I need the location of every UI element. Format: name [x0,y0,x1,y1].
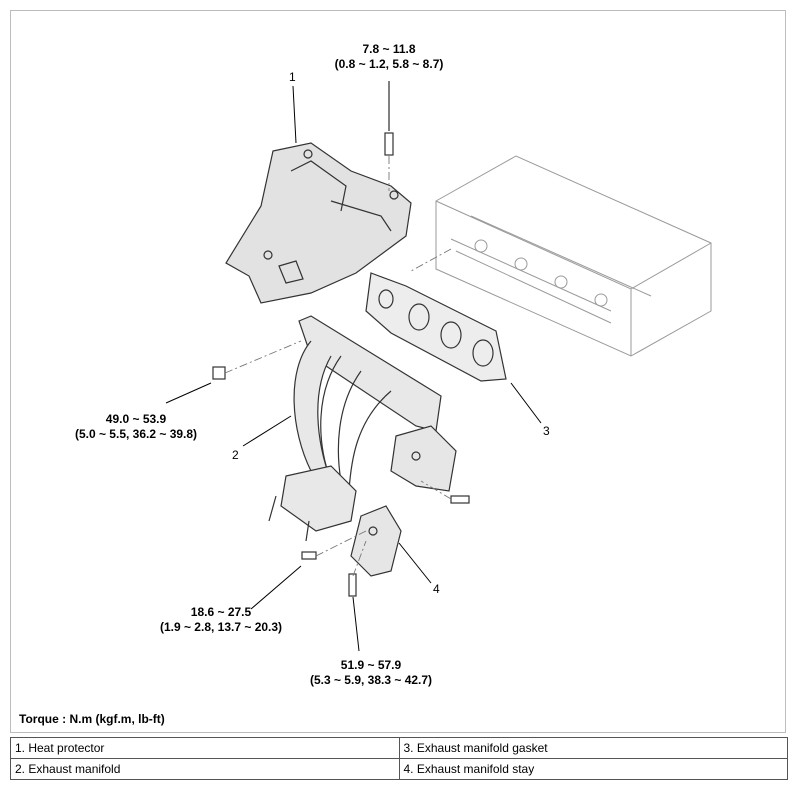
exhaust-manifold-gasket [365,272,507,382]
torque-value: 7.8 ~ 11.8 [362,42,416,56]
alignment-lines [224,156,452,577]
callout-3: 3 [543,424,550,438]
torque-detail: (5.3 ~ 5.9, 38.3 ~ 42.7) [309,673,433,687]
torque-stay-bolt-large: 51.9 ~ 57.9 (5.3 ~ 5.9, 38.3 ~ 42.7) [286,658,456,688]
callout-4: 4 [433,582,440,596]
torque-value: 51.9 ~ 57.9 [340,658,402,672]
legend-item: 2. Exhaust manifold [10,758,400,780]
heat-protector [225,142,412,304]
engine-head [435,155,712,357]
parts-legend: 1. Heat protector 3. Exhaust manifold ga… [10,737,788,780]
bolts [212,132,470,597]
exploded-diagram: 7.8 ~ 11.8 (0.8 ~ 1.2, 5.8 ~ 8.7) 49.0 ~… [10,10,786,733]
torque-value: 49.0 ~ 53.9 [105,412,167,426]
torque-stay-bolt-small: 18.6 ~ 27.5 (1.9 ~ 2.8, 13.7 ~ 20.3) [136,605,306,635]
exhaust-manifold-stay [350,425,457,577]
torque-value: 18.6 ~ 27.5 [190,605,252,619]
legend-item: 4. Exhaust manifold stay [398,758,788,780]
torque-detail: (0.8 ~ 1.2, 5.8 ~ 8.7) [334,57,444,71]
torque-detail: (1.9 ~ 2.8, 13.7 ~ 20.3) [159,620,283,634]
legend-item: 1. Heat protector [10,737,400,759]
legend-item: 3. Exhaust manifold gasket [398,737,788,759]
legend-row: 2. Exhaust manifold 4. Exhaust manifold … [10,758,788,780]
exhaust-manifold [268,315,442,542]
callout-1: 1 [289,70,296,84]
torque-manifold-nut: 49.0 ~ 53.9 (5.0 ~ 5.5, 36.2 ~ 39.8) [51,412,221,442]
callout-2: 2 [232,448,239,462]
torque-detail: (5.0 ~ 5.5, 36.2 ~ 39.8) [74,427,198,441]
diagram-drawing [165,81,712,652]
leader-lines [165,81,542,652]
torque-heat-protector-bolt: 7.8 ~ 11.8 (0.8 ~ 1.2, 5.8 ~ 8.7) [329,42,449,72]
torque-unit-label: Torque : N.m (kgf.m, lb-ft) [19,712,165,726]
legend-row: 1. Heat protector 3. Exhaust manifold ga… [10,737,788,759]
